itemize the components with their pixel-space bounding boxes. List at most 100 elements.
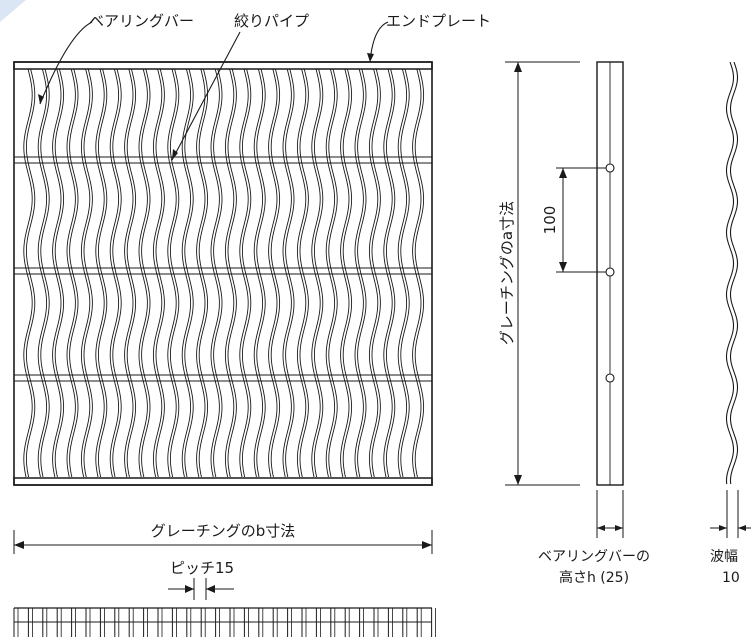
bearing-bar-wave — [80, 68, 91, 478]
label-dim-b: グレーチングのb寸法 — [151, 522, 296, 540]
bearing-bar-wave — [282, 68, 292, 478]
bearing-bar-wave — [210, 68, 220, 478]
bearing-bar-wave — [196, 68, 206, 478]
section-bar-ticks — [13, 608, 437, 637]
bearing-bar-wave — [138, 68, 148, 478]
bearing-bar-wave — [270, 68, 281, 478]
bearing-bar-wave — [299, 68, 309, 478]
bearing-bar-wave — [340, 68, 350, 478]
bearing-bar-wave — [368, 68, 379, 478]
arrowhead-twisted-pipe — [172, 149, 178, 160]
arrowhead-100-bottom — [559, 262, 567, 272]
bearing-bar-wave — [296, 68, 307, 478]
bearing-bar-wave — [167, 68, 177, 478]
label-bearing-bar: ベアリングバー — [89, 12, 194, 30]
corner-decoration — [0, 0, 26, 22]
arrowhead-end-plate — [367, 53, 374, 62]
bearing-bars — [23, 68, 425, 478]
bearing-bar-wave — [52, 68, 62, 478]
bearing-bar-wave — [313, 68, 324, 478]
bearing-bar-wave — [400, 68, 410, 478]
pipe-hole-1 — [605, 163, 615, 173]
bearing-bar-wave — [124, 68, 134, 478]
arrowhead-h-right — [615, 525, 623, 531]
bearing-bar-wave — [54, 68, 65, 478]
bearing-bar-wave — [109, 68, 120, 478]
bearing-bar-wave — [383, 68, 393, 478]
leader-bearing-bar — [39, 21, 93, 105]
dimension-b: グレーチングのb寸法 — [13, 522, 433, 554]
end-plate-bottom — [13, 477, 433, 486]
label-wave-width-line2: 10 — [722, 570, 740, 586]
bearing-bar-wave — [95, 68, 105, 478]
bearing-bar-wave — [227, 68, 237, 478]
label-bar-height-line1: ベアリングバーの — [538, 549, 650, 565]
bearing-bar-wave — [256, 68, 266, 478]
wavy-bar-edge-1 — [725, 61, 735, 485]
bearing-bar-wave — [23, 68, 33, 478]
grating-plan-view — [13, 61, 433, 486]
label-end-plate: エンドプレート — [386, 12, 491, 30]
pipe-hole-3 — [605, 373, 615, 383]
bearing-bar-wave — [354, 68, 364, 478]
bearing-bar-wave — [311, 68, 321, 478]
bearing-bar-wave — [126, 68, 137, 478]
bearing-bar-wave — [169, 68, 180, 478]
bearing-bar-wave — [328, 68, 338, 478]
arrowhead-bearing-bar — [38, 94, 44, 104]
bearing-bar-wave — [155, 68, 165, 478]
bearing-bar-wave — [253, 68, 264, 478]
label-wave-width-line1: 波幅 — [710, 549, 738, 565]
bearing-bar-wave — [181, 68, 192, 478]
bearing-bar-wave — [69, 68, 79, 478]
pipe-hole-2 — [605, 267, 615, 277]
dimension-pitch: ピッチ15 — [168, 559, 234, 600]
wavy-bar-edge-2 — [729, 61, 739, 485]
arrowhead-b-right — [422, 541, 432, 549]
bearing-bar-wave — [152, 68, 163, 478]
bearing-bar-wave — [184, 68, 194, 478]
arrowhead-b-left — [14, 541, 24, 549]
dimension-wave-width: 波幅 10 — [710, 490, 751, 586]
bearing-bar-wave — [371, 68, 381, 478]
wavy-bar-side-view — [725, 61, 739, 485]
wave-arrowhead-left — [719, 525, 727, 531]
bearing-bar-wave — [268, 68, 278, 478]
bearing-bar-side-view — [596, 61, 624, 486]
bearing-bar-wave — [397, 68, 408, 478]
bearing-bar-wave — [213, 68, 223, 478]
dimension-100: 100 — [541, 167, 610, 273]
bearing-bar-wave — [141, 68, 151, 478]
dimension-a: グレーチングのa寸法 — [498, 61, 580, 486]
bearing-bar-wave — [40, 68, 50, 478]
label-twisted-pipe: 絞りパイプ — [234, 12, 309, 30]
arrowhead-a-top — [514, 62, 522, 72]
label-dim-a: グレーチングのa寸法 — [498, 201, 516, 345]
grating-section-strip — [13, 607, 437, 637]
bearing-bar-wave — [239, 68, 249, 478]
label-dim-100: 100 — [541, 206, 559, 235]
bearing-bar-wave — [357, 68, 367, 478]
bearing-bar-wave — [66, 68, 76, 478]
arrowhead-a-bottom — [514, 475, 522, 485]
bearing-bar-wave — [342, 68, 353, 478]
arrowhead-100-top — [559, 168, 567, 178]
wave-arrowhead-right — [738, 525, 746, 531]
label-pitch: ピッチ15 — [170, 559, 234, 577]
dimension-bar-height: ベアリングバーの 高さh (25) — [538, 490, 650, 586]
pitch-arrowhead-left — [185, 585, 194, 593]
bearing-bar-wave — [25, 68, 36, 478]
bearing-bar-wave — [241, 68, 252, 478]
leader-twisted-pipe — [171, 31, 241, 161]
bearing-bar-wave — [97, 68, 108, 478]
bearing-bar-wave — [224, 68, 235, 478]
bearing-bar-wave — [112, 68, 122, 478]
bearing-bar-wave — [285, 68, 295, 478]
bearing-bar-wave — [83, 68, 93, 478]
bearing-bar-wave — [198, 68, 209, 478]
bearing-bar-wave — [37, 68, 48, 478]
label-bar-height-line2: 高さh (25) — [559, 569, 629, 586]
bearing-bar-wave — [412, 68, 422, 478]
